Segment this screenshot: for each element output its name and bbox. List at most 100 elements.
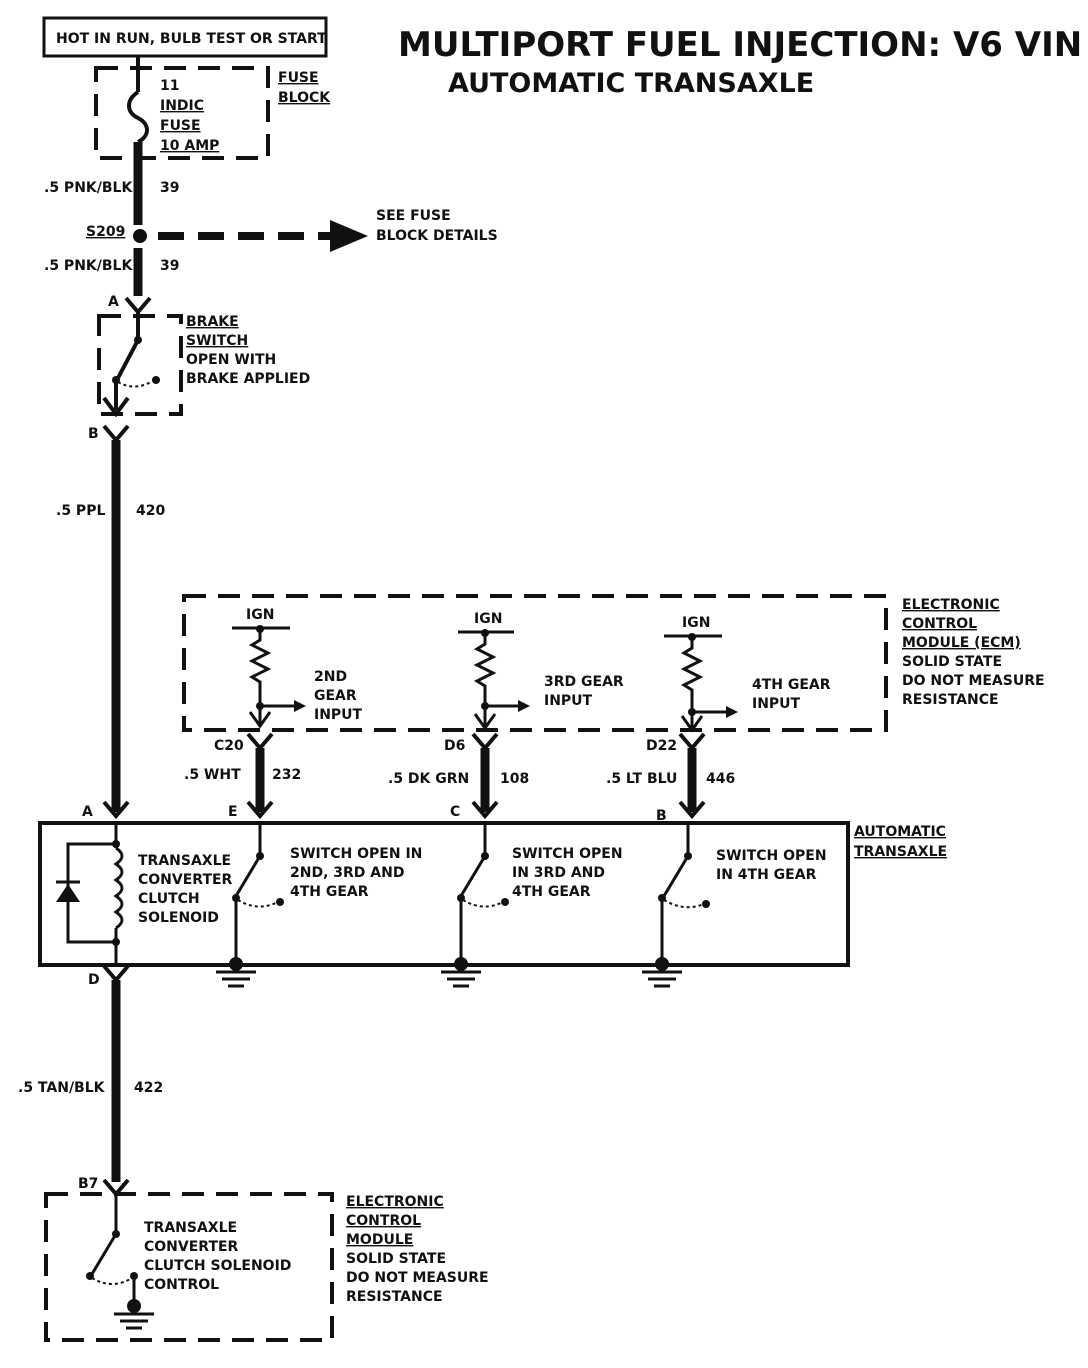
brake-label-4: BRAKE APPLIED	[186, 371, 310, 387]
input-arrow-2nd	[294, 700, 306, 712]
ecm-top-label-3: MODULE (ECM)	[902, 635, 1021, 651]
diode-loop	[66, 842, 116, 944]
trans-pin-c: C	[450, 804, 460, 820]
input-arrow-3rd	[518, 700, 530, 712]
trans-pin-b: B	[656, 808, 667, 824]
switch-c-label-3: 4TH GEAR	[512, 884, 591, 900]
solenoid-label-3: CLUTCH	[138, 891, 200, 907]
solenoid-label-4: SOLENOID	[138, 910, 219, 926]
ecm-bottom-label-4: SOLID STATE	[346, 1251, 446, 1267]
ecm-bottom-label-1: ELECTRONIC	[346, 1194, 444, 1210]
fuse-block-label-2: BLOCK	[278, 90, 331, 106]
input-3rd-label-1: 3RD GEAR	[544, 674, 624, 690]
ctrl-label-4: CONTROL	[144, 1277, 219, 1293]
switch-b-contact-open	[702, 900, 710, 908]
solenoid-label-2: CONVERTER	[138, 872, 233, 888]
wire-232-color: .5 WHT	[184, 767, 241, 783]
wire-39a-color: .5 PNK/BLK	[44, 180, 133, 196]
brake-switch-blade	[116, 339, 140, 379]
switch-e-label-3: 4TH GEAR	[290, 884, 369, 900]
brake-label-2: SWITCH	[186, 333, 248, 349]
switch-b-label-1: SWITCH OPEN	[716, 848, 827, 864]
power-source-label: HOT IN RUN, BULB TEST OR START	[56, 31, 327, 47]
wire-39b-color: .5 PNK/BLK	[44, 258, 133, 274]
wire-232-circuit: 232	[272, 767, 301, 783]
input-2nd-label-2: GEAR	[314, 688, 357, 704]
connector-d	[102, 964, 130, 984]
splice-note-2: BLOCK DETAILS	[376, 228, 498, 244]
splice-id: S209	[86, 224, 125, 240]
connector-b	[678, 800, 706, 820]
fuse-block-label-1: FUSE	[278, 70, 319, 86]
connector-c20	[246, 732, 274, 752]
trans-pin-e: E	[228, 804, 238, 820]
ecm-bottom-outline	[44, 1192, 334, 1342]
ign-label-3rd: IGN	[474, 611, 502, 627]
wire-422-circuit: 422	[134, 1080, 163, 1096]
fuse-name-2: FUSE	[160, 118, 201, 134]
fuse-block-outline	[94, 66, 270, 160]
ground-icon	[114, 1299, 154, 1330]
solenoid-label-1: TRANSAXLE	[138, 853, 231, 869]
ctrl-label-2: CONVERTER	[144, 1239, 239, 1255]
ctrl-label-3: CLUTCH SOLENOID	[144, 1258, 291, 1274]
pin-d6: D6	[444, 738, 465, 754]
transaxle-box	[38, 821, 850, 967]
fuse-number: 11	[160, 78, 179, 94]
fuse-element	[127, 90, 149, 144]
brake-pin-a: A	[108, 294, 119, 310]
ecm-bottom-pin: B7	[78, 1176, 98, 1192]
pin-arrow-c20	[248, 711, 272, 729]
ign-node-4th	[688, 633, 696, 641]
connector-d6	[471, 732, 499, 752]
input-4th-label-1: 4TH GEAR	[752, 677, 831, 693]
transaxle-label-2: TRANSAXLE	[854, 844, 947, 860]
wire-422-color: .5 TAN/BLK	[18, 1080, 106, 1096]
ctrl-switch-blade	[90, 1233, 118, 1275]
connector-c	[471, 800, 499, 820]
ecm-bottom-label-5: DO NOT MEASURE	[346, 1270, 489, 1286]
switch-e-arc	[237, 899, 279, 908]
trans-pin-a: A	[82, 804, 93, 820]
ground-icon	[216, 957, 256, 988]
switch-e-label-2: 2ND, 3RD AND	[290, 865, 404, 881]
ecm-bottom-label-6: RESISTANCE	[346, 1289, 443, 1305]
splice-dot	[133, 229, 147, 243]
switch-e-blade	[234, 855, 262, 897]
ign-label-4th: IGN	[682, 615, 710, 631]
splice-branch-arrow	[330, 220, 368, 252]
wire-446-circuit: 446	[706, 771, 735, 787]
brake-label-3: OPEN WITH	[186, 352, 276, 368]
connector-d22	[678, 732, 706, 752]
switch-c-arc	[462, 899, 504, 908]
transaxle-label-1: AUTOMATIC	[854, 824, 946, 840]
pin-arrow-d6	[473, 713, 497, 731]
switch-e-label-1: SWITCH OPEN IN	[290, 846, 422, 862]
switch-c-contact-open	[501, 898, 509, 906]
switch-b-label-2: IN 4TH GEAR	[716, 867, 817, 883]
brake-switch-arc	[117, 379, 155, 388]
switch-b-blade	[662, 855, 690, 897]
input-2nd-label-1: 2ND	[314, 669, 347, 685]
fuse-rating: 10 AMP	[160, 138, 219, 154]
ctrl-label-1: TRANSAXLE	[144, 1220, 237, 1236]
brake-pin-b: B	[88, 426, 99, 442]
ecm-top-label-1: ELECTRONIC	[902, 597, 1000, 613]
diode-icon	[56, 884, 80, 902]
diagram-subtitle: AUTOMATIC TRANSAXLE	[448, 68, 814, 99]
switch-c-label-1: SWITCH OPEN	[512, 846, 623, 862]
wire-108-color: .5 DK GRN	[388, 771, 469, 787]
ign-node-2nd	[256, 625, 264, 633]
switch-c-blade	[459, 855, 487, 897]
brake-connector-bottom	[102, 424, 130, 444]
ecm-bottom-label-3: MODULE	[346, 1232, 413, 1248]
input-arrow-4th	[726, 706, 738, 718]
splice-note-1: SEE FUSE	[376, 208, 451, 224]
switch-b-arc	[663, 899, 705, 909]
switch-c-label-2: IN 3RD AND	[512, 865, 605, 881]
wire-420-color: .5 PPL	[56, 503, 105, 519]
ign-label-2nd: IGN	[246, 607, 274, 623]
connector-e	[246, 800, 274, 820]
wire-108-circuit: 108	[500, 771, 529, 787]
